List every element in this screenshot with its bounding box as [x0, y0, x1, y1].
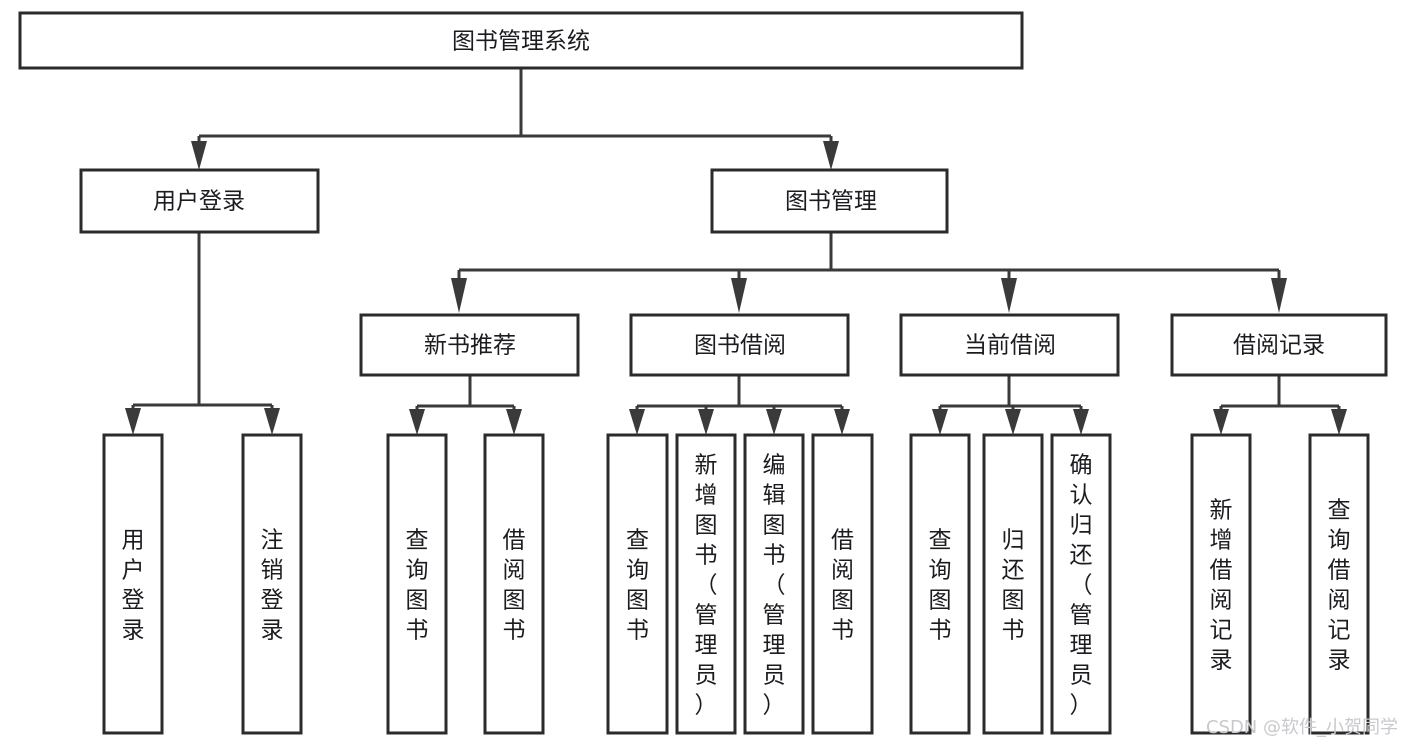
leaf-query-borrow-record-label: 查询借阅记录: [1328, 497, 1351, 673]
book-borrow-label: 图书借阅: [694, 333, 786, 359]
arrow-to-leaf-user-login: [125, 408, 141, 435]
borrow-record-box[interactable]: [1170, 313, 1388, 377]
leaf-user-login-label: 用户登录: [122, 527, 145, 643]
leaf-node[interactable]: 新增借阅记录: [1190, 433, 1252, 735]
leaf-confirm-return-admin-label: 确认归还（管理员）: [1070, 452, 1093, 718]
arrow-to-book-management: [823, 141, 839, 170]
leaf-query-book-1-label: 查询图书: [406, 527, 429, 643]
leaf-query-book-2-box[interactable]: [606, 433, 669, 735]
new-book-recommend-box[interactable]: [359, 313, 580, 377]
leaf-node[interactable]: 注销登录: [241, 433, 303, 735]
arrow-to-leaf-edit-book-admin: [766, 409, 782, 435]
root-label: 图书管理系统: [452, 29, 590, 55]
leaf-node[interactable]: 查询图书: [909, 433, 971, 735]
book-management-box[interactable]: [710, 168, 949, 234]
leaf-return-book-box[interactable]: [982, 433, 1044, 735]
arrow-to-leaf-query-book-1: [409, 409, 425, 435]
leaf-borrow-book-2-box[interactable]: [811, 433, 874, 735]
arrow-to-user-login: [191, 141, 207, 170]
new-book-recommend-label: 新书推荐: [424, 333, 516, 359]
node-user-login[interactable]: 用户登录: [79, 168, 320, 234]
arrow-to-leaf-query-book-3: [932, 409, 948, 435]
leaf-query-borrow-record-box[interactable]: [1308, 433, 1370, 735]
user-login-box[interactable]: [79, 168, 320, 234]
leaf-borrow-book-1-label: 借阅图书: [503, 527, 526, 643]
leaf-query-book-2-label: 查询图书: [626, 527, 649, 643]
leaf-edit-book-admin-label: 编辑图书（管理员）: [763, 452, 786, 718]
leaf-node[interactable]: 查询图书: [386, 433, 448, 735]
leaf-confirm-return-admin-box[interactable]: [1050, 433, 1112, 735]
arrow-to-leaf-confirm-return-admin: [1073, 409, 1089, 435]
leaf-user-login-box[interactable]: [102, 433, 164, 735]
arrow-to-leaf-query-borrow-record: [1331, 409, 1347, 435]
leaf-borrow-book-2-label: 借阅图书: [831, 527, 854, 643]
leaf-node[interactable]: 查询图书: [606, 433, 669, 735]
arrow-to-leaf-borrow-book-2: [834, 409, 850, 435]
leaf-nodes-layer: 用户登录 注销登录 查询图书 借阅图书 查询图书 新增图书（管理员） 编辑图书（管理员） 借阅…: [102, 433, 1370, 735]
arrow-to-leaf-borrow-book-1: [506, 409, 522, 435]
arrow-to-leaf-add-book-admin: [698, 409, 714, 435]
root-box[interactable]: [18, 11, 1024, 70]
leaf-node[interactable]: 确认归还（管理员）: [1050, 433, 1112, 735]
arrow-to-leaf-user-logout: [264, 408, 280, 435]
leaf-node[interactable]: 归还图书: [982, 433, 1044, 735]
leaf-edit-book-admin-box[interactable]: [743, 433, 805, 735]
leaf-add-borrow-record-box[interactable]: [1190, 433, 1252, 735]
book-borrow-box[interactable]: [629, 313, 850, 377]
leaf-query-book-3-label: 查询图书: [929, 527, 952, 643]
leaf-add-book-admin-box[interactable]: [675, 433, 737, 735]
leaf-add-borrow-record-label: 新增借阅记录: [1210, 497, 1233, 673]
arrow-to-leaf-return-book: [1005, 409, 1021, 435]
borrow-record-label: 借阅记录: [1233, 333, 1325, 359]
leaf-node[interactable]: 查询借阅记录: [1308, 433, 1370, 735]
node-current-borrow[interactable]: 当前借阅: [899, 313, 1120, 377]
leaf-borrow-book-1-box[interactable]: [483, 433, 545, 735]
arrow-to-new-book-recommend: [451, 278, 467, 313]
leaf-query-book-3-box[interactable]: [909, 433, 971, 735]
arrow-to-borrow-record: [1271, 278, 1287, 313]
leaf-node[interactable]: 借阅图书: [811, 433, 874, 735]
book-management-label: 图书管理: [785, 189, 877, 215]
node-new-book-recommend[interactable]: 新书推荐: [359, 313, 580, 377]
node-root[interactable]: 图书管理系统: [18, 11, 1024, 70]
leaf-return-book-label: 归还图书: [1002, 527, 1025, 643]
leaf-node[interactable]: 编辑图书（管理员）: [743, 433, 805, 735]
current-borrow-box[interactable]: [899, 313, 1120, 377]
user-login-label: 用户登录: [153, 189, 245, 215]
arrow-to-current-borrow: [1001, 278, 1017, 313]
leaf-user-logout-box[interactable]: [241, 433, 303, 735]
node-borrow-record[interactable]: 借阅记录: [1170, 313, 1388, 377]
leaf-add-book-admin-label: 新增图书（管理员）: [695, 452, 718, 718]
node-book-borrow[interactable]: 图书借阅: [629, 313, 850, 377]
leaf-node[interactable]: 借阅图书: [483, 433, 545, 735]
edges-layer: [125, 68, 1347, 435]
arrow-to-leaf-add-borrow-record: [1213, 409, 1229, 435]
csdn-watermark: CSDN @软件_小贺同学: [1206, 717, 1398, 738]
leaf-node[interactable]: 新增图书（管理员）: [675, 433, 737, 735]
arrow-to-leaf-query-book-2: [629, 409, 645, 435]
leaf-node[interactable]: 用户登录: [102, 433, 164, 735]
leaf-query-book-1-box[interactable]: [386, 433, 448, 735]
current-borrow-label: 当前借阅: [964, 333, 1056, 359]
node-book-management[interactable]: 图书管理: [710, 168, 949, 234]
leaf-user-logout-label: 注销登录: [261, 527, 284, 643]
arrow-to-book-borrow: [731, 278, 747, 313]
